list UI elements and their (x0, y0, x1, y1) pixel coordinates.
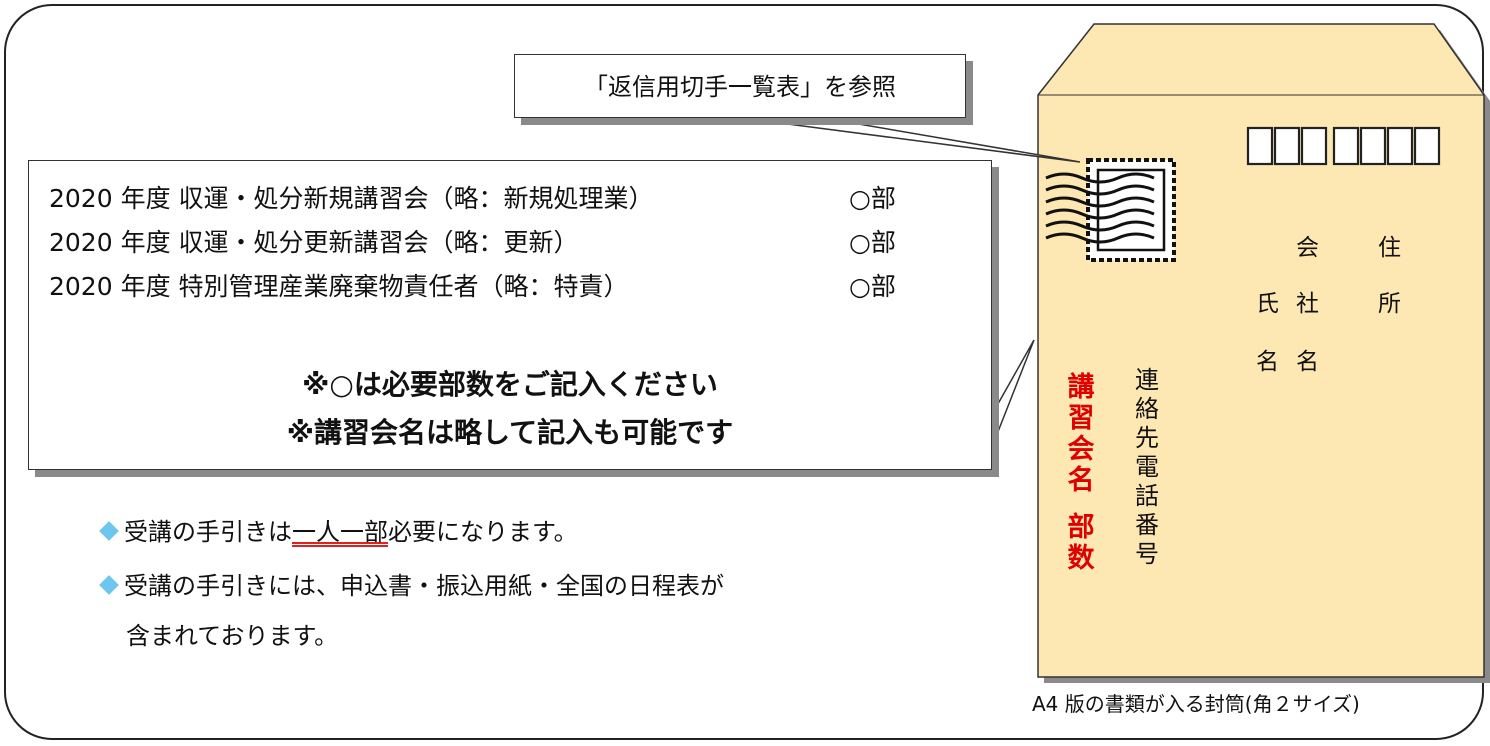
note-abbreviation: ※講習会名は略して記入も可能です (286, 416, 734, 449)
order-callout: 2020 年度 収運・処分新規講習会（略：新規処理業） ○部 2020 年度 収運… (28, 160, 992, 470)
stamp-icon (1045, 158, 1176, 262)
note-quantity: ※○は必要部数をご記入ください (302, 368, 718, 401)
bullet-contents-line2: 含まれております。 (126, 622, 339, 650)
main-callout-pointer (989, 339, 1035, 453)
course-name: 収運・処分更新講習会（略：更新） (178, 228, 579, 257)
course-qty: ○部 (849, 272, 896, 301)
bullet-one-per-person: 受講の手引きは一人一部必要になります。 (99, 512, 578, 547)
addr-label: 住 (1378, 235, 1401, 261)
company-label: 社 (1296, 291, 1319, 317)
course-year: 2020 年度 (49, 228, 171, 257)
course-name: 収運・処分新規講習会（略：新規処理業） (178, 184, 654, 213)
course-name: 特別管理産業廃棄物責任者（略：特責） (178, 272, 629, 301)
name-label: 名 (1256, 349, 1279, 375)
count-vertical: 部数 (1067, 512, 1095, 574)
addr-label: 所 (1378, 291, 1401, 317)
company-label: 会 (1296, 235, 1319, 261)
name-label: 氏 (1256, 291, 1279, 317)
envelope-caption: A4 版の書類が入る封筒(角２サイズ) (1032, 692, 1360, 716)
stamp-callout: 「返信用切手一覧表」を参照 (514, 54, 966, 118)
diamond-bullet-icon (99, 521, 119, 541)
course-item: 2020 年度 収運・処分新規講習会（略：新規処理業） ○部 (49, 179, 896, 215)
course-year: 2020 年度 (49, 184, 171, 213)
bullet-contents: 受講の手引きには、申込書・振込用紙・全国の日程表が (99, 566, 724, 601)
underlined-text: 一人一部 (292, 518, 388, 546)
course-name-vertical: 講習会名 (1067, 372, 1095, 496)
stamp-callout-text: 「返信用切手一覧表」を参照 (584, 73, 896, 101)
diamond-bullet-icon (99, 575, 119, 595)
postal-code-boxes (1246, 126, 1441, 166)
stamp-callout-pointer (725, 115, 1081, 163)
company-label: 名 (1296, 349, 1319, 375)
course-qty: ○部 (849, 228, 896, 257)
course-item: 2020 年度 特別管理産業廃棄物責任者（略：特責） ○部 (49, 267, 896, 303)
course-item: 2020 年度 収運・処分更新講習会（略：更新） ○部 (49, 223, 896, 259)
course-qty: ○部 (849, 184, 896, 213)
contact-vertical: 連絡先電話番号 (1135, 366, 1159, 568)
course-year: 2020 年度 (49, 272, 171, 301)
